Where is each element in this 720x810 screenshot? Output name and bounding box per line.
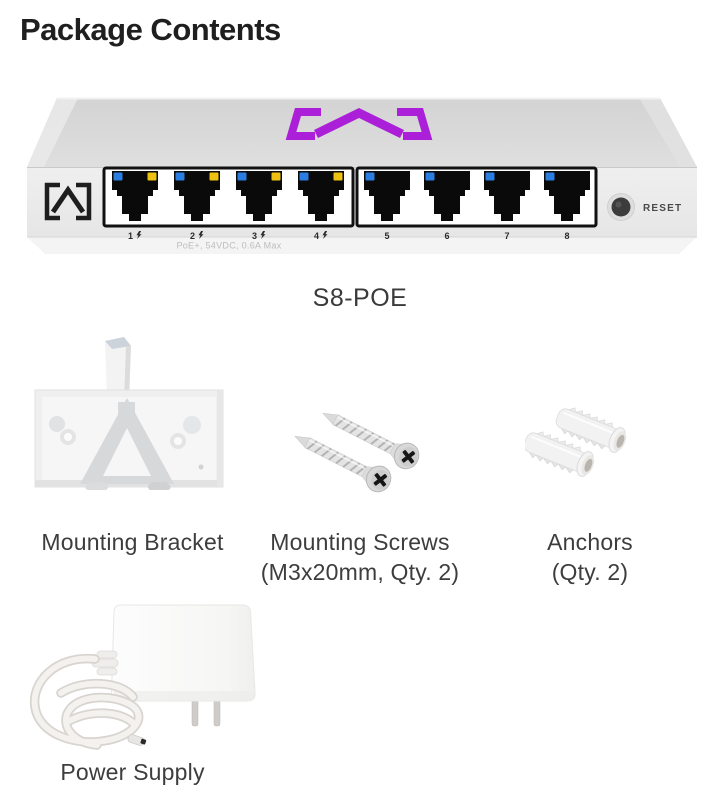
- rj45-port-8: [544, 171, 590, 221]
- poe-led-icon: [333, 172, 343, 181]
- device-bottom-bevel: [27, 237, 697, 254]
- port-number: 2: [190, 231, 195, 241]
- device-illustration: 1 2 3 4 5 6 7 8 PoE+, 54VDC, 0.6A Max RE…: [27, 97, 697, 254]
- port-number: 1: [128, 231, 133, 241]
- poe-bolt-icon: [136, 231, 142, 239]
- link-led-icon: [545, 172, 555, 181]
- port-number: 7: [504, 231, 509, 241]
- power-adapter-body: [110, 604, 256, 702]
- port-number: 4: [314, 231, 319, 241]
- rj45-port-3: [236, 171, 282, 221]
- bracket-holes: [49, 416, 204, 470]
- rj45-port-4: [298, 171, 344, 221]
- mounting-bracket-illustration: [34, 337, 224, 490]
- port-number: 5: [384, 231, 389, 241]
- port-group-1-4: [102, 166, 355, 228]
- link-led-icon: [175, 172, 185, 181]
- poe-led-icon: [271, 172, 281, 181]
- item-caption-mounting-screws: Mounting Screws (M3x20mm, Qty. 2): [240, 527, 480, 587]
- bracket-a-cutout: [80, 398, 174, 490]
- item-caption-line1: Mounting Screws: [270, 529, 450, 555]
- poe-bolt-icon: [322, 231, 328, 239]
- item-caption-line2: (M3x20mm, Qty. 2): [260, 559, 460, 585]
- item-caption-mounting-bracket: Mounting Bracket: [41, 529, 224, 555]
- device-caption: S8-POE: [312, 284, 408, 312]
- power-prongs: [191, 698, 221, 727]
- port-group-5-8: [355, 166, 598, 228]
- mounting-screw: [315, 400, 425, 474]
- item-caption-line1: Anchors: [547, 529, 633, 555]
- mounting-screws-illustration: [292, 400, 425, 497]
- device-right-bevel: [639, 98, 697, 167]
- link-led-icon: [485, 172, 495, 181]
- item-caption-anchors: Anchors (Qty. 2): [470, 527, 710, 587]
- port-number: 8: [564, 231, 569, 241]
- item-caption-power-supply: Power Supply: [60, 759, 205, 785]
- power-cable: [29, 653, 147, 750]
- device-left-bevel: [27, 98, 78, 167]
- reset-button: [607, 193, 635, 221]
- port-number: 3: [252, 231, 257, 241]
- poe-bolt-icon: [198, 231, 204, 239]
- rj45-port-2: [174, 171, 220, 221]
- front-logo-icon: [44, 182, 92, 221]
- rj45-port-5: [364, 171, 410, 221]
- link-led-icon: [425, 172, 435, 181]
- power-adapter-shade: [113, 691, 256, 701]
- link-led-icon: [299, 172, 309, 181]
- poe-led-icon: [209, 172, 219, 181]
- item-caption-line2: (Qty. 2): [551, 559, 629, 585]
- rj45-port-1: [112, 171, 158, 221]
- device-top-face: [27, 98, 697, 167]
- poe-spec-note: PoE+, 54VDC, 0.6A Max: [176, 241, 281, 251]
- link-led-icon: [113, 172, 123, 181]
- reset-label: RESET: [643, 203, 682, 214]
- anchors-illustration: [525, 402, 632, 482]
- poe-bolt-icon: [260, 231, 266, 239]
- brand-logo-icon: [285, 107, 433, 140]
- port-number: 6: [444, 231, 449, 241]
- power-supply-illustration: [29, 604, 256, 750]
- rj45-port-7: [484, 171, 530, 221]
- mounting-screw: [292, 423, 397, 497]
- page-title: Package Contents: [20, 12, 281, 47]
- link-led-icon: [365, 172, 375, 181]
- rj45-port-6: [424, 171, 470, 221]
- power-connector-tip: [127, 734, 147, 746]
- poe-led-icon: [147, 172, 157, 181]
- link-led-icon: [237, 172, 247, 181]
